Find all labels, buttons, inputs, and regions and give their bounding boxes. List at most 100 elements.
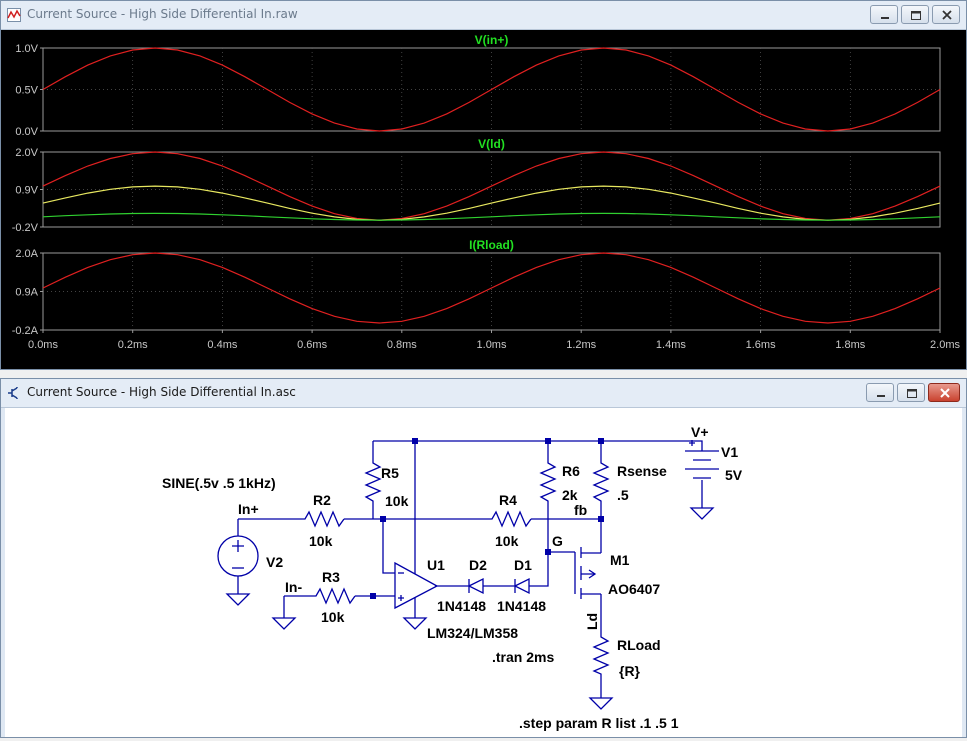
- minimize-button[interactable]: [870, 5, 898, 24]
- tran-directive[interactable]: .tran 2ms: [492, 649, 554, 665]
- v1-value: 5V: [725, 467, 743, 483]
- x-tick-label: 0.0ms: [28, 339, 58, 351]
- resistor-rload[interactable]: [592, 632, 610, 676]
- resistor-r2[interactable]: [300, 510, 345, 528]
- ground-symbol: [225, 593, 251, 606]
- wire: [382, 519, 395, 574]
- step-directive[interactable]: .step param R list .1 .5 1: [519, 715, 679, 731]
- rsense-value: .5: [617, 487, 629, 503]
- y-tick-label: 2.0A: [15, 248, 38, 260]
- mosfet-m1[interactable]: [574, 547, 602, 599]
- x-tick-label: 1.2ms: [566, 339, 596, 351]
- junction-dot: [598, 438, 604, 444]
- restore-button[interactable]: [897, 383, 925, 402]
- close-button[interactable]: [932, 5, 960, 24]
- junction-dot: [545, 438, 551, 444]
- v2-label: V2: [266, 554, 283, 570]
- x-tick-label: 0.4ms: [207, 339, 237, 351]
- x-tick-label: 1.0ms: [477, 339, 507, 351]
- ground-symbol: [402, 617, 428, 630]
- d2-label: D2: [469, 557, 487, 573]
- d1-label: D1: [514, 557, 532, 573]
- x-tick-label: 2.0ms: [930, 339, 960, 351]
- trace-title: V(ld): [478, 137, 505, 151]
- resistor-r5[interactable]: [364, 458, 382, 504]
- waveform-viewer-window[interactable]: Current Source - High Side Differential …: [0, 0, 967, 370]
- r4-label: R4: [499, 492, 517, 508]
- v2-plus-sign: [232, 540, 244, 552]
- net-label-ld: Ld: [584, 613, 600, 630]
- waveform-app-icon: [7, 8, 21, 22]
- trace-red: [42, 47, 941, 132]
- resistor-rsense[interactable]: [592, 458, 610, 502]
- schematic-canvas[interactable]: SINE(.5v .5 1kHz) In+ In- R2 10k R3 10k …: [5, 408, 962, 737]
- minimize-button[interactable]: [866, 383, 894, 402]
- opamp-plus-pin: [398, 595, 404, 601]
- u1-label: U1: [427, 557, 445, 573]
- junction-dot: [598, 516, 604, 522]
- x-tick-label: 1.6ms: [746, 339, 776, 351]
- mosfet-arrow: [588, 569, 597, 579]
- y-tick-label: 1.0V: [15, 43, 38, 55]
- battery-plus-sign: [689, 440, 695, 446]
- y-tick-label: 2.0V: [15, 147, 38, 159]
- schematic-title-bar[interactable]: Current Source - High Side Differential …: [1, 379, 966, 408]
- restore-icon: [911, 11, 921, 20]
- ground-symbol: [689, 507, 715, 520]
- y-tick-label: 0.0V: [15, 126, 38, 138]
- sine-source-spec: SINE(.5v .5 1kHz): [162, 475, 276, 491]
- y-tick-label: -0.2A: [12, 325, 39, 337]
- v1-label: V1: [721, 444, 738, 460]
- trace-red: [42, 252, 941, 324]
- r6-value: 2k: [562, 487, 578, 503]
- r6-label: R6: [562, 463, 580, 479]
- trace-red: [42, 151, 941, 221]
- y-tick-label: 0.9A: [15, 287, 38, 299]
- net-label-fb: fb: [574, 502, 587, 518]
- x-tick-label: 1.4ms: [656, 339, 686, 351]
- y-tick-label: 0.9V: [15, 185, 38, 197]
- resistor-r6[interactable]: [539, 458, 557, 502]
- net-label-in-minus: In-: [285, 579, 302, 595]
- opamp-u1[interactable]: [394, 561, 439, 610]
- d2-part: 1N4148: [437, 598, 486, 614]
- u1-part: LM324/LM358: [427, 625, 518, 641]
- diode-d1[interactable]: [513, 577, 535, 595]
- r2-label: R2: [313, 492, 331, 508]
- close-icon: [940, 388, 950, 398]
- r3-label: R3: [322, 569, 340, 585]
- y-tick-label: -0.2V: [12, 222, 39, 234]
- r4-value: 10k: [495, 533, 519, 549]
- trace-title: I(Rload): [469, 238, 514, 252]
- ground-symbol: [271, 617, 297, 630]
- x-tick-label: 0.2ms: [118, 339, 148, 351]
- trace-green: [42, 212, 941, 221]
- r2-value: 10k: [309, 533, 333, 549]
- rload-value: {R}: [619, 663, 641, 679]
- waveform-plot[interactable]: 1.0V0.5V0.0VV(in+)2.0V0.9V-0.2VV(ld)2.0A…: [1, 30, 966, 369]
- minimize-icon: [877, 395, 885, 397]
- plot-title-bar[interactable]: Current Source - High Side Differential …: [1, 1, 966, 30]
- schematic-app-icon: [8, 387, 18, 399]
- r5-label: R5: [381, 465, 399, 481]
- diode-d2[interactable]: [467, 577, 491, 595]
- resistor-r4[interactable]: [487, 510, 532, 528]
- ground-symbol: [588, 697, 614, 710]
- restore-icon: [907, 389, 917, 398]
- circuit-schematic[interactable]: SINE(.5v .5 1kHz) In+ In- R2 10k R3 10k …: [5, 408, 962, 737]
- battery-v1[interactable]: [685, 450, 719, 479]
- junction-dot: [380, 516, 386, 522]
- net-label-g: G: [552, 533, 563, 549]
- wire: [373, 440, 703, 451]
- y-tick-label: 0.5V: [15, 85, 38, 97]
- close-button[interactable]: [928, 383, 960, 402]
- restore-button[interactable]: [901, 5, 929, 24]
- voltage-source-v2[interactable]: [217, 535, 259, 577]
- schematic-editor-window[interactable]: Current Source - High Side Differential …: [0, 378, 967, 738]
- close-icon: [942, 10, 952, 20]
- resistor-r3[interactable]: [311, 587, 356, 605]
- junction-dot: [545, 549, 551, 555]
- schematic-window-title: Current Source - High Side Differential …: [27, 385, 296, 399]
- m1-label: M1: [610, 552, 630, 568]
